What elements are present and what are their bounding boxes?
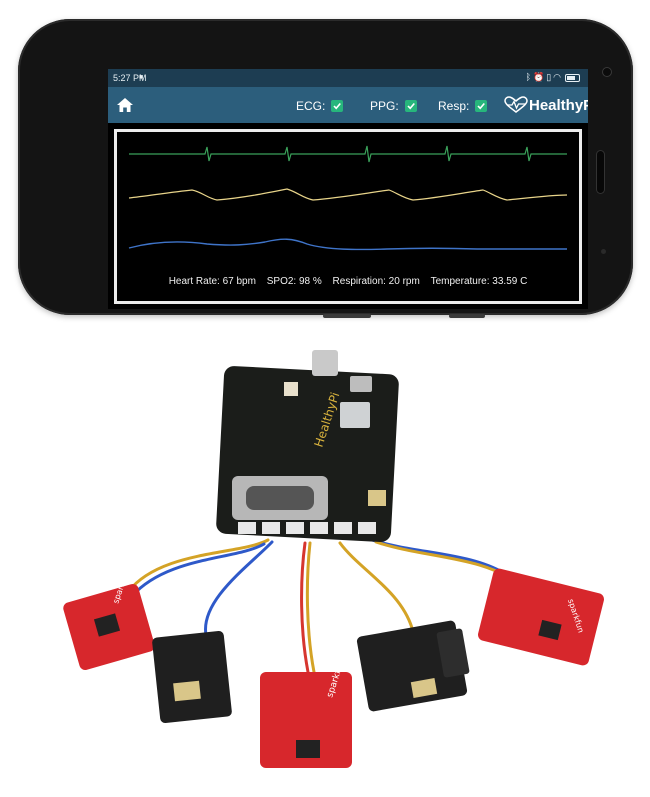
phone-screen: 5:27 PM ■ ᛒ⏰▯◠ ECG: PPG: Resp:: [108, 69, 588, 309]
app-bar: ECG: PPG: Resp: HealthyPi: [108, 87, 588, 123]
status-bar: 5:27 PM ■ ᛒ⏰▯◠: [108, 69, 588, 87]
bluetooth-icon: ᛒ: [525, 72, 533, 82]
resp-toggle[interactable]: Resp:: [438, 98, 488, 113]
earpiece-speaker: [596, 150, 605, 194]
ppg-checkbox[interactable]: [404, 99, 417, 112]
proximity-sensor: [601, 249, 606, 254]
video-camera-icon: ■: [139, 74, 144, 81]
front-camera: [602, 67, 612, 77]
sensor-breakout-black-left: [152, 630, 232, 724]
status-time: 5:27 PM: [113, 73, 147, 83]
resp-waveform: [128, 238, 567, 251]
ppg-label: PPG:: [370, 98, 399, 113]
phone: 5:27 PM ■ ᛒ⏰▯◠ ECG: PPG: Resp:: [18, 19, 633, 315]
sensor-breakout-right: sparkfun: [478, 568, 604, 666]
checkmark-icon: [407, 102, 415, 110]
heart-rate-value: Heart Rate: 67 bpm: [168, 276, 256, 287]
heart-pulse-icon: [504, 96, 528, 113]
sensor-breakout-center: sparkfun: [260, 658, 352, 768]
volume-button: [323, 314, 371, 318]
resp-label: Resp:: [438, 98, 470, 113]
hardware-photo: HealthyPi sparkfun sparkfun spar: [63, 350, 604, 768]
ecg-label: ECG:: [296, 98, 326, 113]
healthypi-board: HealthyPi: [216, 350, 399, 542]
resp-checkbox[interactable]: [475, 99, 488, 112]
temperature-value: Temperature: 33.59 C: [430, 276, 528, 287]
vibrate-icon: ▯: [546, 72, 554, 82]
ecg-waveform: [129, 145, 567, 163]
alarm-icon: ⏰: [532, 72, 547, 82]
battery-icon: [565, 73, 580, 82]
sensor-breakout-black-right: [356, 620, 470, 712]
home-icon[interactable]: [116, 96, 134, 114]
brand-name: HealthyPi: [529, 97, 588, 114]
waveform-plot: [128, 145, 568, 251]
checkmark-icon: [477, 102, 486, 110]
vitals-readout: Heart Rate: 67 bpm SPO2: 98 % Respiratio…: [117, 276, 579, 287]
checkmark-icon: [333, 102, 342, 110]
qwiic-cables: [126, 538, 520, 674]
status-icons: ᛒ⏰▯◠: [526, 72, 580, 83]
ppg-toggle[interactable]: PPG:: [370, 98, 417, 113]
sensor-breakout-left: sparkfun: [63, 569, 155, 670]
spo2-value: SPO2: 98 %: [266, 276, 322, 287]
ecg-toggle[interactable]: ECG:: [296, 98, 344, 113]
ppg-waveform: [128, 188, 568, 201]
waveform-panel: Heart Rate: 67 bpm SPO2: 98 % Respiratio…: [114, 129, 582, 304]
respiration-value: Respiration: 20 rpm: [332, 276, 420, 287]
ecg-checkbox[interactable]: [331, 99, 344, 112]
power-button: [449, 314, 485, 318]
wifi-icon: ◠: [553, 72, 563, 82]
